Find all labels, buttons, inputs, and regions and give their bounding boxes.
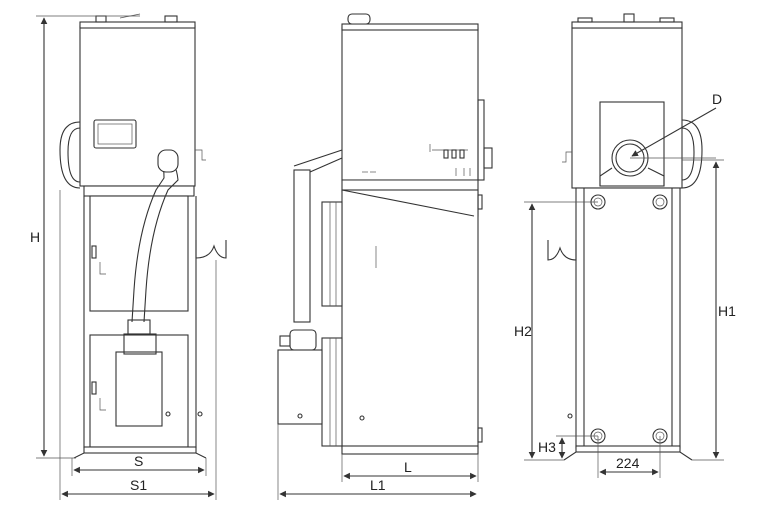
control-panel: [93, 119, 137, 149]
label-S1: S1: [130, 477, 147, 493]
front-view: [59, 13, 227, 459]
connector-pipes: [429, 144, 471, 176]
side-view: [277, 13, 493, 455]
dimension-labels: H S S1 L L1 D H1 H2 H3 224: [30, 91, 736, 493]
label-224: 224: [616, 455, 640, 471]
dimension-lines: [36, 15, 724, 500]
label-D: D: [712, 91, 722, 107]
label-H: H: [30, 229, 40, 245]
label-S: S: [134, 453, 143, 469]
label-H1: H1: [718, 303, 736, 319]
label-L1: L1: [370, 477, 386, 493]
label-L: L: [404, 459, 412, 475]
label-H3: H3: [538, 439, 556, 455]
rear-view: [547, 13, 703, 461]
label-H2: H2: [514, 323, 532, 339]
